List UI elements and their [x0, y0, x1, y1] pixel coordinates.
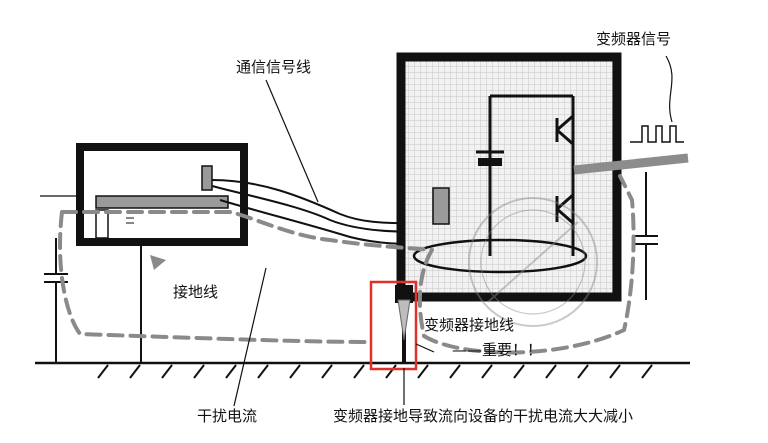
label-vfd-ground-wire: 变频器接地线	[424, 316, 515, 334]
vfd-cabinet	[395, 52, 622, 303]
label-interference-current: 干扰电流	[197, 407, 258, 425]
vfd-output-cable	[573, 55, 689, 175]
vfd-ground-arrow	[397, 299, 411, 341]
label-comm-signal-line: 通信信号线	[236, 58, 312, 76]
leader-lines	[233, 79, 435, 407]
label-important: ——重要！！	[452, 341, 543, 359]
label-ground-wire: 接地线	[173, 283, 219, 301]
highlight-box	[369, 280, 418, 371]
right-stray-capacitor	[634, 172, 658, 300]
label-bottom-caption: 变频器接地导致流向设备的干扰电流大大减小	[333, 407, 634, 425]
label-vfd-signal: 变频器信号	[596, 30, 672, 48]
earth-ground	[35, 361, 690, 379]
controlled-device	[40, 143, 248, 246]
interference-current-path	[58, 174, 636, 355]
current-arrow	[150, 255, 166, 270]
watermark-seal	[468, 197, 598, 327]
